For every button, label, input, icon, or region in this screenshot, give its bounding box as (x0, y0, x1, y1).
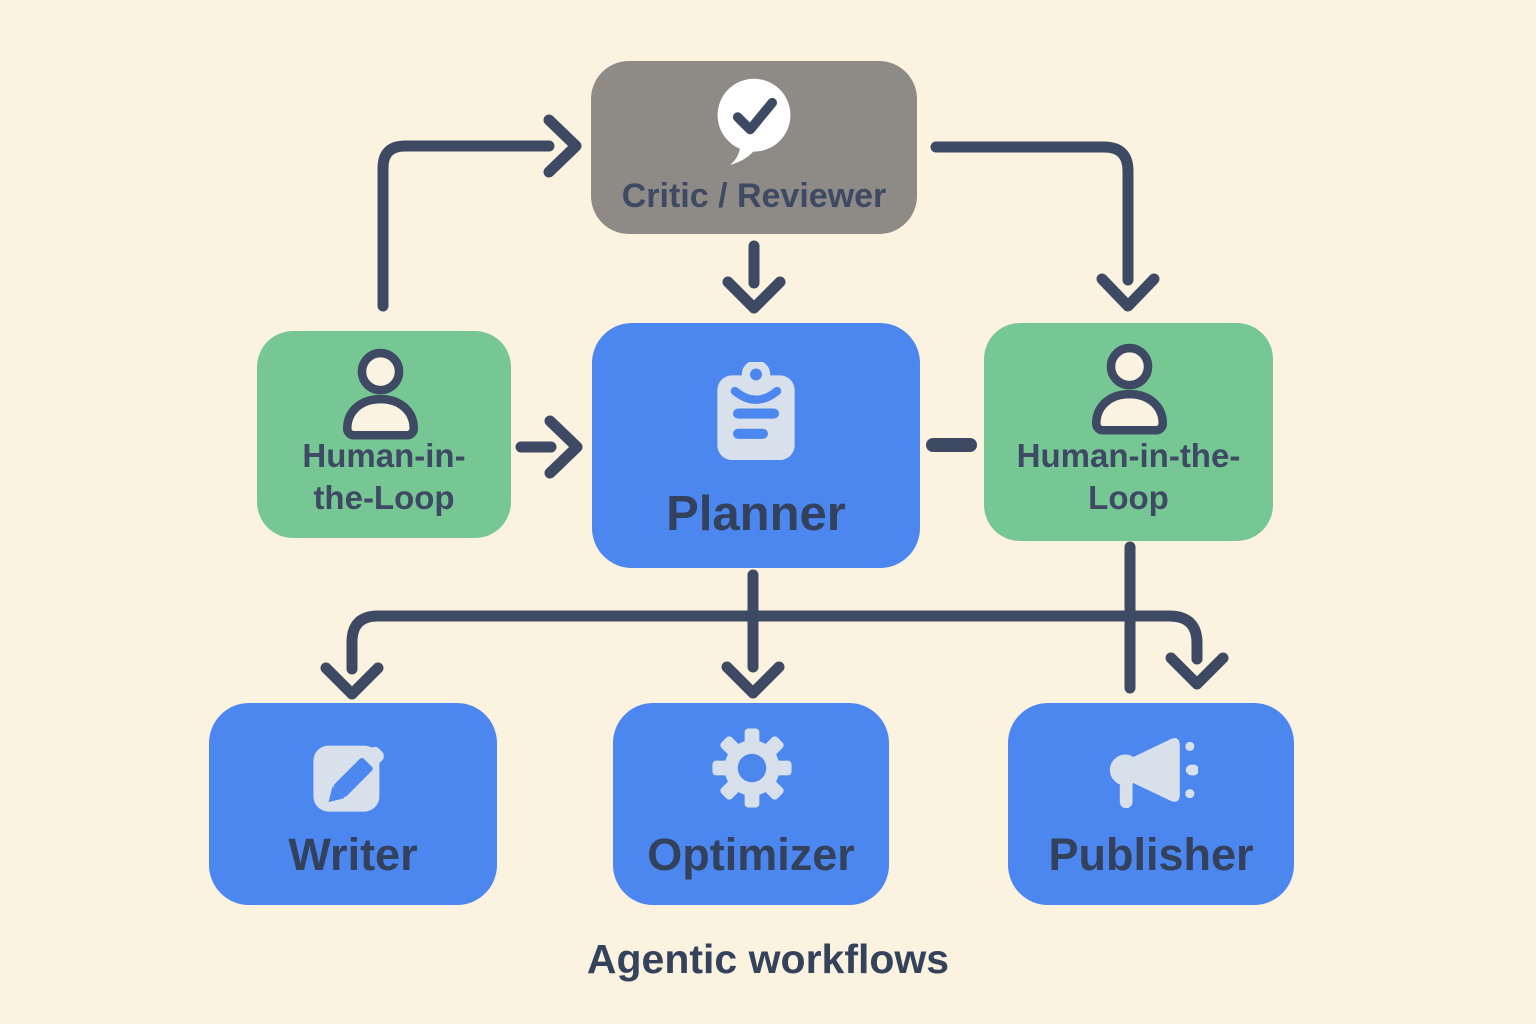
critic-reviewer-node: Critic / Reviewer (591, 61, 917, 234)
edge-branch-trunk (346, 610, 1203, 675)
person-icon (1091, 343, 1168, 435)
human-in-the-loop-left-label: Human-in- the-Loop (302, 437, 466, 516)
human-in-the-loop-left-node: Human-in- the-Loop (257, 331, 511, 538)
edge-critic-to-hitl-right-arrowhead (1096, 273, 1160, 312)
diagram-caption: Agentic workflows (586, 936, 950, 982)
edge-critic-to-hitl-right (930, 141, 1134, 286)
optimizer-label: Optimizer (647, 829, 855, 880)
edge-critic-to-planner-arrowhead (722, 276, 786, 314)
edge-hitl-left-to-planner-arrowhead (544, 415, 583, 479)
planner-label: Planner (666, 487, 846, 541)
pencil-square-icon (313, 745, 384, 812)
gear-icon (712, 728, 792, 808)
megaphone-icon (1109, 738, 1198, 809)
edge-planner-to-optimizer-arrowhead (721, 661, 785, 699)
optimizer-node: Optimizer (613, 703, 889, 905)
edge-trunk-to-writer-arrowhead (320, 662, 384, 700)
critic-reviewer-label: Critic / Reviewer (621, 177, 887, 215)
human-in-the-loop-right-label: Human-in-the- Loop (1016, 437, 1241, 516)
edge-hitl-left-to-critic-arrowhead (543, 114, 582, 178)
speech-bubble-check-icon (717, 78, 791, 165)
person-icon (342, 348, 419, 440)
planner-node: Planner (592, 323, 920, 568)
clipboard-icon (717, 362, 795, 460)
edge-trunk-to-publisher-arrowhead (1165, 652, 1229, 690)
publisher-node: Publisher (1008, 703, 1294, 905)
writer-label: Writer (288, 829, 418, 880)
edge-hitl-left-to-critic (377, 140, 555, 312)
writer-node: Writer (209, 703, 497, 905)
publisher-label: Publisher (1048, 829, 1254, 880)
human-in-the-loop-right-node: Human-in-the- Loop (984, 323, 1273, 541)
